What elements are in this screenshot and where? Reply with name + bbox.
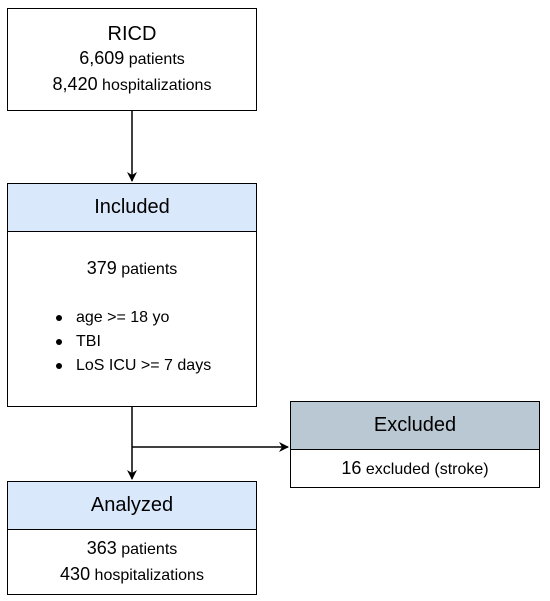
included-patients: 379 patients <box>8 256 256 282</box>
included-patients-count: 379 <box>86 258 117 278</box>
excluded-count-text: excluded (stroke) <box>365 460 489 478</box>
analyzed-header-label: Analyzed <box>90 494 174 516</box>
source-hosp-count: 8,420 <box>52 73 98 94</box>
criterion-item: TBI <box>54 330 211 354</box>
source-patients-unit: patients <box>128 50 185 68</box>
analyzed-patients-unit: patients <box>121 541 178 558</box>
source-patients: 6,609 patients <box>79 46 185 72</box>
inclusion-criteria-list: age >= 18 yo TBI LoS ICU >= 7 days <box>54 306 211 378</box>
excluded-box: 16 excluded (stroke) <box>290 449 540 488</box>
source-title: RICD <box>107 22 157 45</box>
analyzed-hospitalizations: 430 hospitalizations <box>60 562 204 588</box>
included-header-label: Included <box>94 196 170 218</box>
included-header: Included <box>7 183 257 232</box>
included-patients-unit: patients <box>121 261 178 278</box>
source-hospitalizations: 8,420 hospitalizations <box>53 72 212 98</box>
analyzed-hosp-count: 430 <box>60 564 91 584</box>
excluded-count: 16 excluded (stroke) <box>341 456 488 482</box>
excluded-count-number: 16 <box>341 457 362 478</box>
included-box: 379 patients age >= 18 yo TBI LoS ICU >=… <box>7 231 257 407</box>
analyzed-hosp-unit: hospitalizations <box>94 567 204 584</box>
source-box: RICD 6,609 patients 8,420 hospitalizatio… <box>7 8 257 111</box>
criterion-item: LoS ICU >= 7 days <box>54 354 211 378</box>
source-hosp-unit: hospitalizations <box>102 76 212 94</box>
analyzed-patients: 363 patients <box>87 536 178 562</box>
criterion-item: age >= 18 yo <box>54 306 211 330</box>
source-patients-count: 6,609 <box>79 47 125 68</box>
analyzed-box: 363 patients 430 hospitalizations <box>7 529 257 595</box>
excluded-header: Excluded <box>290 401 540 450</box>
excluded-header-label: Excluded <box>373 414 457 436</box>
analyzed-patients-count: 363 <box>86 538 117 558</box>
analyzed-header: Analyzed <box>7 481 257 530</box>
